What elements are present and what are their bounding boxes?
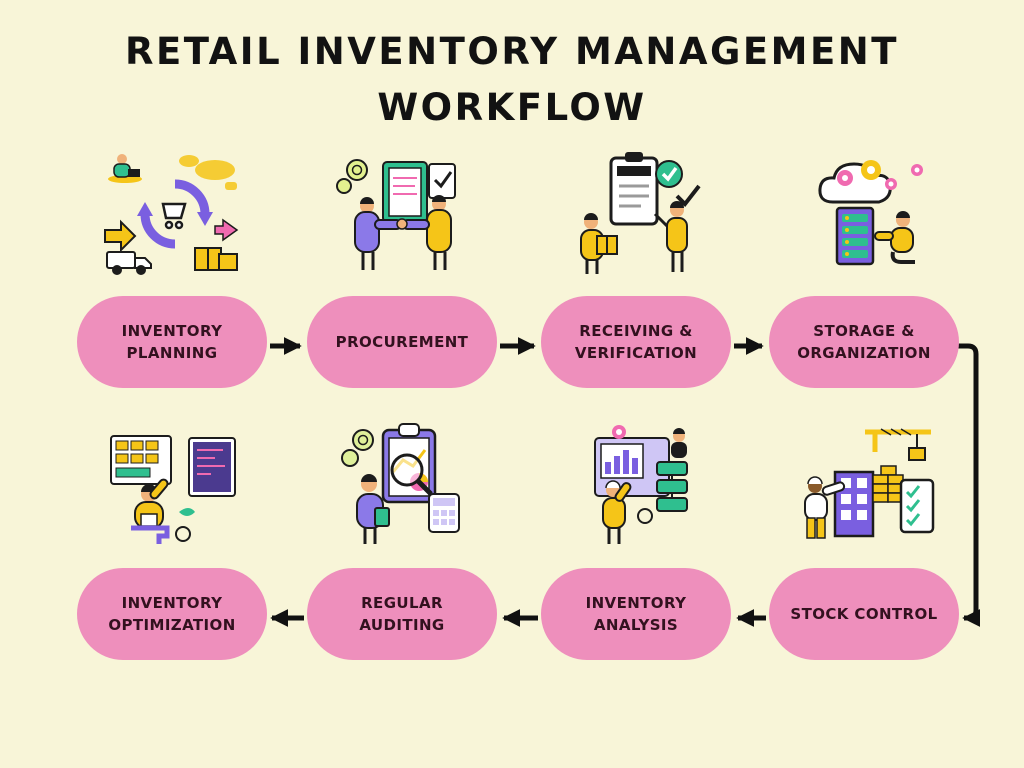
step-label: STORAGE & ORGANIZATION — [797, 321, 931, 363]
workflow-step-regular-auditing: REGULAR AUDITING — [302, 420, 502, 660]
step-pill-storage-organization: STORAGE & ORGANIZATION — [769, 296, 959, 388]
workflow-step-inventory-planning: INVENTORY PLANNING — [72, 148, 272, 388]
step-pill-inventory-planning: INVENTORY PLANNING — [77, 296, 267, 388]
workflow-step-procurement: PROCUREMENT — [302, 148, 502, 388]
step-label: STOCK CONTROL — [790, 604, 938, 623]
workflow-step-inventory-optimization: INVENTORY OPTIMIZATION — [72, 420, 272, 660]
step-pill-inventory-optimization: INVENTORY OPTIMIZATION — [77, 568, 267, 660]
step-pill-receiving-verification: RECEIVING & VERIFICATION — [541, 296, 731, 388]
inventory-optimization-illustration — [72, 420, 272, 560]
receiving-verification-illustration — [536, 148, 736, 288]
step-label: RECEIVING & VERIFICATION — [574, 321, 698, 363]
step-label: INVENTORY ANALYSIS — [585, 593, 687, 635]
regular-auditing-illustration — [302, 420, 502, 560]
title-line-2: WORKFLOW — [377, 85, 647, 129]
workflow-step-storage-organization: STORAGE & ORGANIZATION — [764, 148, 964, 388]
workflow-step-receiving-verification: RECEIVING & VERIFICATION — [536, 148, 736, 388]
step-pill-inventory-analysis: INVENTORY ANALYSIS — [541, 568, 731, 660]
page-title: RETAIL INVENTORY MANAGEMENT WORKFLOW — [0, 24, 1024, 135]
step-label: PROCUREMENT — [335, 332, 469, 351]
step-pill-procurement: PROCUREMENT — [307, 296, 497, 388]
workflow-step-stock-control: STOCK CONTROL — [764, 420, 964, 660]
workflow-step-inventory-analysis: INVENTORY ANALYSIS — [536, 420, 736, 660]
title-line-1: RETAIL INVENTORY MANAGEMENT — [125, 30, 899, 73]
step-label: REGULAR AUDITING — [359, 593, 445, 635]
step-pill-stock-control: STOCK CONTROL — [769, 568, 959, 660]
step-label: INVENTORY OPTIMIZATION — [108, 593, 236, 635]
procurement-illustration — [302, 148, 502, 288]
inventory-analysis-illustration — [536, 420, 736, 560]
step-pill-regular-auditing: REGULAR AUDITING — [307, 568, 497, 660]
storage-organization-illustration — [764, 148, 964, 288]
inventory-planning-illustration — [72, 148, 272, 288]
stock-control-illustration — [764, 420, 964, 560]
step-label: INVENTORY PLANNING — [121, 321, 223, 363]
